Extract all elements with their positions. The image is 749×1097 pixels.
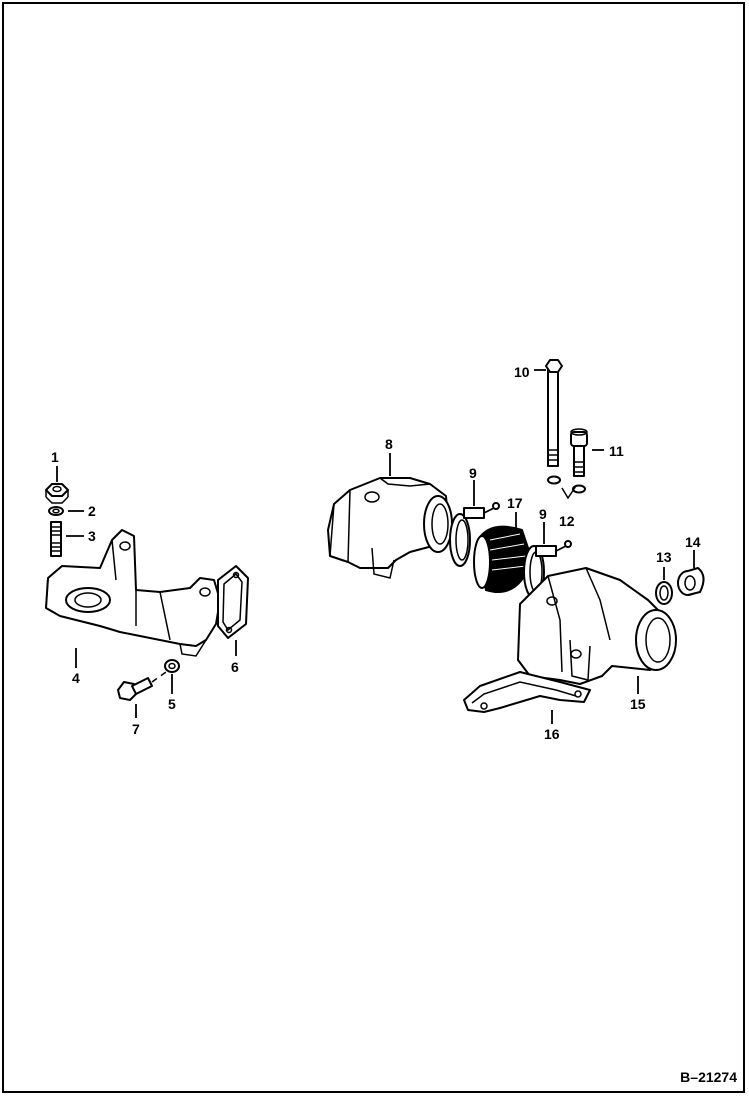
callout-11: 11 <box>609 443 624 459</box>
part-7-bolt <box>117 677 153 701</box>
callout-9-left: 9 <box>469 465 477 481</box>
callout-7: 7 <box>132 721 140 737</box>
callout-labels: 1 2 3 4 5 6 7 8 9 9 10 11 12 17 13 14 15… <box>51 364 701 742</box>
part-1-nut <box>45 483 69 504</box>
callout-4: 4 <box>72 670 80 686</box>
callout-14: 14 <box>685 534 701 550</box>
part-17-hose <box>473 525 534 593</box>
callout-6: 6 <box>231 659 239 675</box>
part-11-short-bolt <box>570 428 588 477</box>
part-9-clamp-left <box>449 502 500 567</box>
part-13-o-ring <box>655 581 673 605</box>
part-16-gasket <box>463 671 591 713</box>
callout-16: 16 <box>544 726 560 742</box>
part-14-plug <box>677 567 705 596</box>
callout-1: 1 <box>51 449 59 465</box>
part-10-long-bolt <box>545 359 563 467</box>
part-8-elbow-housing <box>327 477 453 579</box>
callout-5: 5 <box>168 696 176 712</box>
callout-8: 8 <box>385 436 393 452</box>
callout-3: 3 <box>88 528 96 544</box>
leader-lines <box>56 369 695 724</box>
callout-9-right: 9 <box>539 506 547 522</box>
part-12-washers <box>547 475 586 500</box>
part-2-washer <box>48 506 64 516</box>
part-6-gasket <box>217 565 249 639</box>
part-3-stud <box>50 521 62 557</box>
figure-code: B–21274 <box>680 1069 737 1085</box>
callout-12: 12 <box>559 513 575 529</box>
callout-2: 2 <box>88 503 96 519</box>
part-15-housing <box>517 567 677 685</box>
part-4-manifold <box>45 529 221 657</box>
part-5-washer <box>164 659 180 673</box>
callout-13: 13 <box>656 549 672 565</box>
bolt-7-path-dashed <box>151 671 167 683</box>
callout-15: 15 <box>630 696 646 712</box>
callout-10: 10 <box>514 364 530 380</box>
callout-17: 17 <box>507 495 523 511</box>
